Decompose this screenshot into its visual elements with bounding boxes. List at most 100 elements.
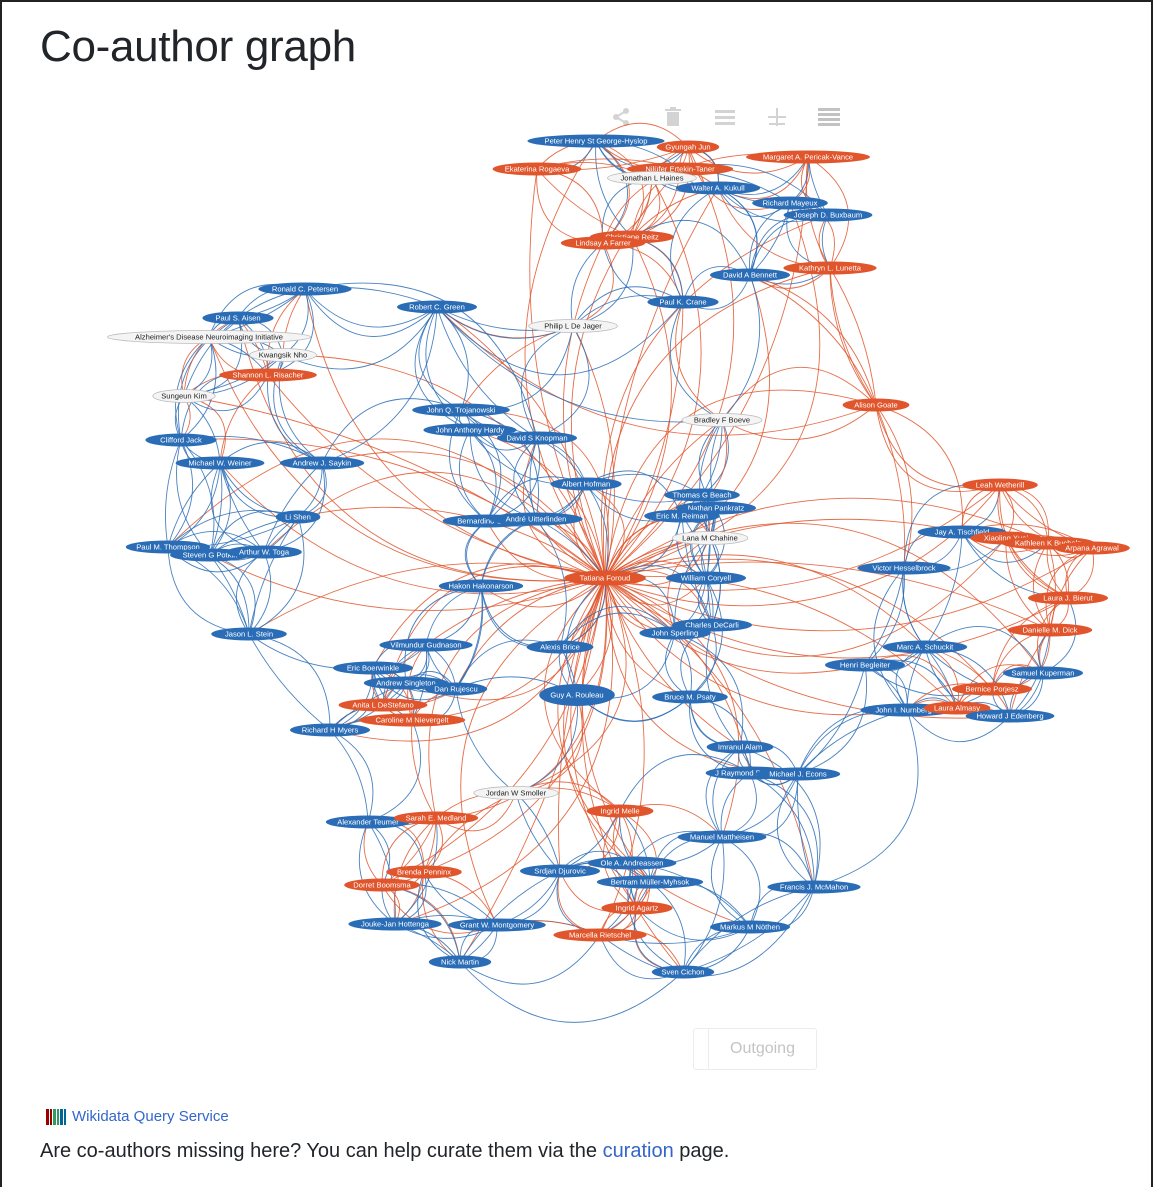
author-node[interactable]: Richard Mayeux [752,196,828,210]
author-node-shape[interactable] [290,723,370,737]
author-node-shape[interactable] [338,698,428,712]
wikidata-query-service-link[interactable]: Wikidata Query Service [46,1108,229,1125]
author-node-shape[interactable] [586,804,654,818]
author-node[interactable]: Nick Martin [428,955,492,969]
author-node[interactable]: Robert C. Green [397,300,477,314]
author-node-shape[interactable] [607,171,697,185]
author-node-shape[interactable] [710,920,790,934]
author-node[interactable]: Guy A. Rouleau [539,684,615,706]
author-node[interactable]: Srdjan Djurovic [520,864,600,878]
author-node[interactable]: John Q. Trojanowski [412,403,510,417]
author-node-shape[interactable] [965,709,1055,723]
author-node[interactable]: Lana M Chahine [671,531,749,545]
author-node-shape[interactable] [1003,666,1083,680]
author-node[interactable]: Eric Boerwinkle [333,661,413,675]
author-node-shape[interactable] [145,433,217,447]
author-node[interactable]: Alzheimer's Disease Neuroimaging Initiat… [107,330,311,344]
toggle-knob[interactable] [694,1029,709,1069]
author-node[interactable]: Ingrid Melle [586,804,654,818]
author-node[interactable]: Joseph D. Buxbaum [783,208,873,222]
author-node-shape[interactable] [550,477,622,491]
author-node-shape[interactable] [393,811,479,825]
author-node[interactable]: Ole A. Andreassen [587,856,677,870]
author-node-shape[interactable] [842,398,910,412]
author-node[interactable]: Clifford Jack [145,433,217,447]
author-node-shape[interactable] [202,311,274,325]
author-node-shape[interactable] [671,531,749,545]
trash-icon[interactable] [662,106,684,128]
author-node-shape[interactable] [1054,541,1130,555]
author-node[interactable]: Marc A. Schuckit [882,640,968,654]
author-node[interactable]: Ingrid Agartz [601,901,673,915]
author-node[interactable]: David A Bennett [710,268,790,282]
author-node-shape[interactable] [344,878,420,892]
author-node[interactable]: Imranul Alam [706,740,774,754]
author-node-shape[interactable] [175,456,265,470]
author-node[interactable]: Ekaterina Rogaeva [492,162,582,176]
author-node-shape[interactable] [448,918,546,932]
outgoing-toggle[interactable]: Outgoing [693,1028,817,1070]
author-node[interactable]: Paul S. Aisen [202,311,274,325]
author-node-shape[interactable] [348,917,442,931]
author-node[interactable]: Bertram Müller-Myhsok [596,875,704,889]
author-node[interactable]: Jordan W Smoller [473,786,559,800]
author-node[interactable]: Vilmundur Gudnason [379,638,473,652]
author-node[interactable]: Bradley F Boeve [681,413,763,427]
author-node[interactable]: Marcella Rietschel [553,928,647,942]
author-node[interactable]: Samuel Kuperman [1003,666,1083,680]
author-node-shape[interactable] [664,488,740,502]
author-node-shape[interactable] [564,570,646,586]
author-node-shape[interactable] [520,864,600,878]
author-node[interactable]: Tatiana Foroud [564,570,646,586]
author-node-shape[interactable] [539,684,615,706]
author-node[interactable]: Leah Wetherill [962,478,1038,492]
author-node-shape[interactable] [358,713,466,727]
author-node[interactable]: Sarah E. Medland [393,811,479,825]
author-node-shape[interactable] [656,140,720,154]
author-node-shape[interactable] [923,701,991,715]
author-node[interactable]: Philip L De Jager [528,319,618,333]
author-node-shape[interactable] [596,875,704,889]
author-node-shape[interactable] [258,282,352,296]
author-node[interactable]: Alison Goate [842,398,910,412]
author-node[interactable]: Bernice Porjesz [952,682,1032,696]
author-node-shape[interactable] [249,348,317,362]
author-node-shape[interactable] [473,786,559,800]
author-node-shape[interactable] [363,676,449,690]
curation-link[interactable]: curation [602,1140,674,1162]
share-icon[interactable] [610,106,632,128]
author-node[interactable]: Grant W. Montgomery [448,918,546,932]
author-node[interactable]: Gyungah Jun [656,140,720,154]
author-node-shape[interactable] [438,579,524,593]
author-node-shape[interactable] [644,509,720,523]
author-node[interactable]: Jonathan L Haines [607,171,697,185]
author-node[interactable]: Markus M Nöthen [710,920,790,934]
author-node-shape[interactable] [639,626,711,640]
author-node-shape[interactable] [386,865,462,879]
author-node-shape[interactable] [755,767,841,781]
author-node[interactable]: Henri Begleiter [825,658,905,672]
author-node-shape[interactable] [675,181,761,195]
author-node[interactable]: Michael J. Econs [755,767,841,781]
author-node[interactable]: Kathryn L. Lunetta [783,261,877,275]
author-node-shape[interactable] [601,901,673,915]
author-node-shape[interactable] [526,640,594,654]
author-node-shape[interactable] [767,880,861,894]
author-node[interactable]: Sven Cichon [651,965,715,979]
author-node-shape[interactable] [107,330,311,344]
author-node-shape[interactable] [428,955,492,969]
author-node-shape[interactable] [652,690,728,704]
add-icon[interactable] [766,106,788,128]
author-node[interactable]: Brenda Penninx [386,865,462,879]
author-node[interactable]: Dorret Boomsma [344,878,420,892]
author-node[interactable]: Howard J Edenberg [965,709,1055,723]
author-node-shape[interactable] [412,403,510,417]
author-node[interactable]: Arpana Agrawal [1054,541,1130,555]
author-node-shape[interactable] [783,261,877,275]
author-node-shape[interactable] [275,510,321,524]
author-node[interactable]: John Sperling [639,626,711,640]
stack-icon[interactable] [714,106,736,128]
author-node-shape[interactable] [279,456,365,470]
